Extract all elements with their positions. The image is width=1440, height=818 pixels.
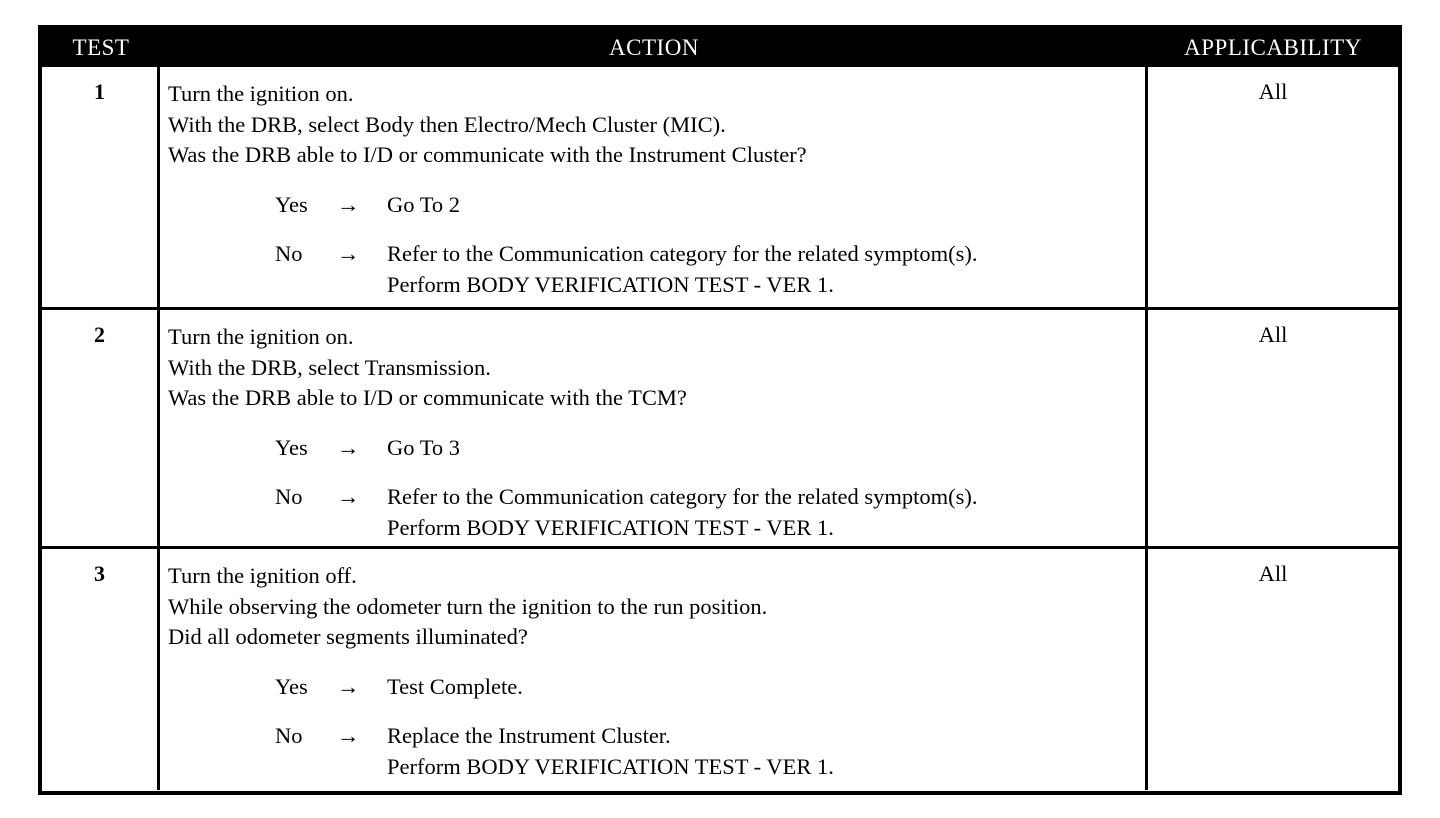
yes-branch: Yes → Go To 2 xyxy=(275,190,1145,221)
no-branch: No → Refer to the Communication category f… xyxy=(275,482,1145,543)
action-line: Turn the ignition on. xyxy=(168,81,354,106)
no-result-line: Perform BODY VERIFICATION TEST - VER 1. xyxy=(387,271,834,297)
yes-result-line: Test Complete. xyxy=(387,673,523,699)
no-label: No xyxy=(275,484,303,509)
yes-branch: Yes → Go To 3 xyxy=(275,433,1145,464)
no-result-line: Refer to the Communication category for … xyxy=(387,484,978,509)
table-row: 2 Turn the ignition on. With the DRB, sele… xyxy=(42,307,1398,546)
test-number: 2 xyxy=(42,310,160,546)
table-header: TEST ACTION APPLICABILITY xyxy=(42,29,1398,67)
no-result-line: Replace the Instrument Cluster. xyxy=(387,723,671,748)
header-action: ACTION xyxy=(609,35,699,60)
yes-label: Yes xyxy=(275,434,308,460)
yes-result: Go To 2 xyxy=(387,190,460,221)
right-arrow-icon: → xyxy=(337,723,360,748)
no-result-line: Perform BODY VERIFICATION TEST - VER 1. xyxy=(387,753,834,779)
action-cell: Turn the ignition on. With the DRB, selec… xyxy=(160,310,1148,546)
right-arrow-icon: → xyxy=(337,241,360,266)
yes-result: Test Complete. xyxy=(387,672,523,703)
applicability-cell: All xyxy=(1258,79,1288,104)
applicability-cell: All xyxy=(1258,561,1288,586)
yes-result-line: Go To 2 xyxy=(387,191,461,217)
action-line: Was the DRB able to I/D or communicate w… xyxy=(168,142,807,167)
table-row: 3 Turn the ignition off. While observing t… xyxy=(42,546,1398,790)
yes-branch: Yes → Test Complete. xyxy=(275,672,1145,703)
header-test: TEST xyxy=(72,35,130,60)
no-result-line: Refer to the Communication category for … xyxy=(387,241,978,266)
yes-label: Yes xyxy=(275,673,308,699)
test-number: 3 xyxy=(42,549,160,790)
action-cell: Turn the ignition off. While observing th… xyxy=(160,549,1148,790)
action-line: With the DRB, select Transmission. xyxy=(168,354,491,380)
action-line: With the DRB, select Body then Electro/M… xyxy=(168,111,726,137)
right-arrow-icon: → xyxy=(337,673,360,699)
no-result: Refer to the Communication category for … xyxy=(387,239,977,300)
right-arrow-icon: → xyxy=(337,434,360,460)
right-arrow-icon: → xyxy=(337,484,360,509)
no-branch: No → Replace the Instrument Cluster. Perfor… xyxy=(275,721,1145,782)
action-cell: Turn the ignition on. With the DRB, selec… xyxy=(160,67,1148,307)
action-line: Was the DRB able to I/D or communicate w… xyxy=(168,385,687,410)
no-label: No xyxy=(275,241,303,266)
action-line: Turn the ignition off. xyxy=(168,563,357,588)
yes-result: Go To 3 xyxy=(387,433,460,464)
action-line: While observing the odometer turn the ig… xyxy=(168,593,768,619)
header-applicability: APPLICABILITY xyxy=(1184,35,1362,60)
applicability-cell: All xyxy=(1258,322,1288,347)
test-number: 1 xyxy=(42,67,160,307)
no-result-line: Perform BODY VERIFICATION TEST - VER 1. xyxy=(387,514,834,540)
no-result: Refer to the Communication category for … xyxy=(387,482,977,543)
no-branch: No → Refer to the Communication category f… xyxy=(275,239,1145,300)
no-label: No xyxy=(275,723,303,748)
table-row: 1 Turn the ignition on. With the DRB, sele… xyxy=(42,67,1398,307)
action-line: Did all odometer segments illuminated? xyxy=(168,624,528,649)
yes-result-line: Go To 3 xyxy=(387,434,461,460)
right-arrow-icon: → xyxy=(337,191,360,217)
action-line: Turn the ignition on. xyxy=(168,324,354,349)
no-result: Replace the Instrument Cluster. Perform B… xyxy=(387,721,834,782)
yes-label: Yes xyxy=(275,191,308,217)
